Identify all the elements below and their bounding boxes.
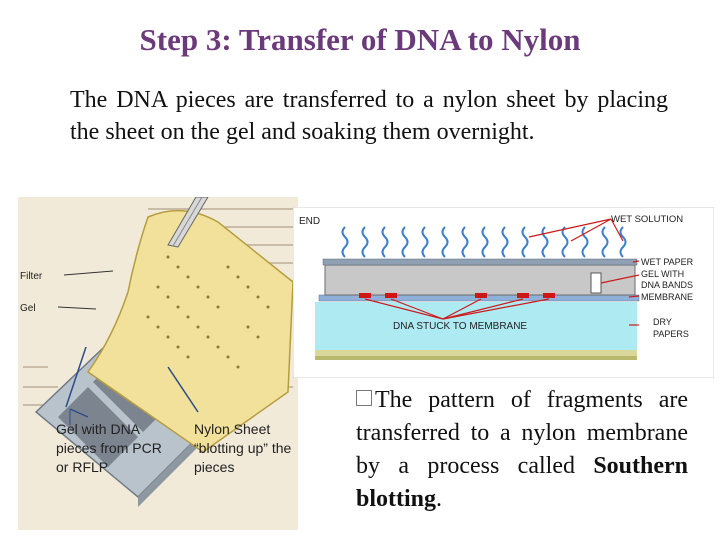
bullet-box-icon bbox=[356, 390, 372, 406]
gel-label: Gel bbox=[20, 303, 36, 314]
southern-blotting-bullet: The pattern of fragments are transferred… bbox=[356, 384, 688, 516]
caption-gel: Gel with DNA pieces from PCR or RFLP bbox=[56, 421, 162, 475]
label-dry-line2: PAPERS bbox=[653, 329, 689, 339]
label-end: END bbox=[299, 216, 320, 227]
label-gel-line1: GEL WITH bbox=[641, 269, 684, 279]
bullet-text-prefix: The pattern of fragments are transferred… bbox=[356, 387, 688, 479]
blot-diagram: END WET SOLUTION WET PAPER GEL WITH DNA … bbox=[293, 207, 714, 378]
filter-label: Filter bbox=[20, 271, 43, 282]
intro-text: The DNA pieces are transferred to a nylo… bbox=[70, 87, 668, 145]
slide-title: Step 3: Transfer of DNA to Nylon bbox=[139, 22, 581, 57]
gel-photo: Filter Gel bbox=[18, 197, 298, 530]
label-dna-stuck: DNA STUCK TO MEMBRANE bbox=[393, 321, 527, 332]
label-gel-line2: DNA BANDS bbox=[641, 280, 693, 290]
caption-nylon: Nylon Sheet “blotting up” the pieces bbox=[194, 421, 292, 475]
label-membrane: MEMBRANE bbox=[641, 292, 693, 302]
bullet-text-bold: Southern blotting bbox=[356, 453, 688, 512]
bullet-text-suffix: . bbox=[436, 486, 443, 512]
label-wet-solution: WET SOLUTION bbox=[611, 214, 683, 225]
label-wet-paper: WET PAPER bbox=[641, 257, 694, 267]
label-dry-line1: DRY bbox=[653, 317, 672, 327]
